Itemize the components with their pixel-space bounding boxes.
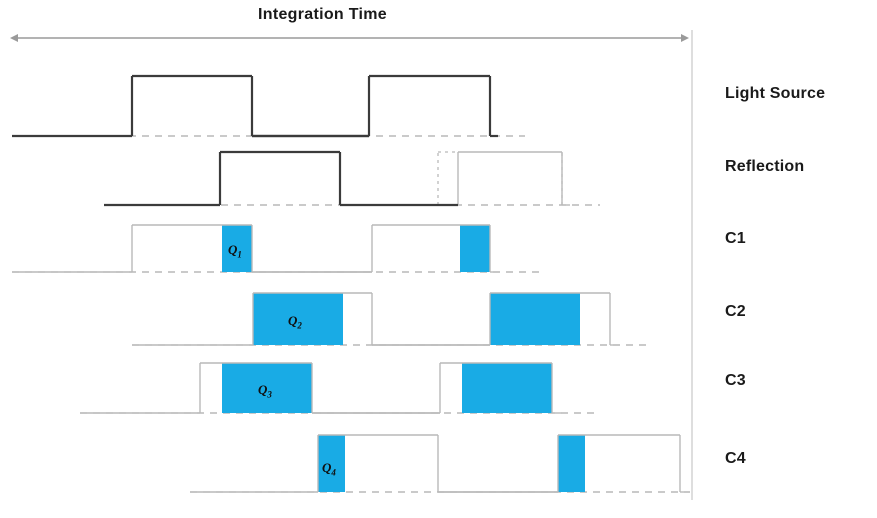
charge-fill-c1-1	[460, 225, 490, 272]
waveform-traces	[12, 74, 690, 493]
charge-label-c1: Q1	[228, 242, 242, 260]
row-label-c4: C4	[725, 450, 746, 467]
charge-label-c4: Q4	[322, 460, 336, 478]
charge-fill-c4-0	[318, 435, 345, 492]
charge-label-c2: Q2	[288, 313, 302, 331]
charge-fill-c1-0	[222, 225, 252, 272]
charge-fill-c2-0	[253, 293, 343, 345]
row-label-c1: C1	[725, 230, 746, 247]
charge-fill-c3-0	[222, 363, 312, 413]
row-label-c2: C2	[725, 303, 746, 320]
charge-fill-c4-1	[558, 435, 585, 492]
row-label-reflection: Reflection	[725, 158, 805, 175]
row-label-light-source: Light Source	[725, 85, 826, 102]
charge-fill-c3-1	[462, 363, 552, 413]
row-label-c3: C3	[725, 372, 746, 389]
charge-label-c3: Q3	[258, 382, 272, 400]
charge-fill-c2-1	[490, 293, 580, 345]
page-title: Integration Time	[258, 6, 387, 23]
